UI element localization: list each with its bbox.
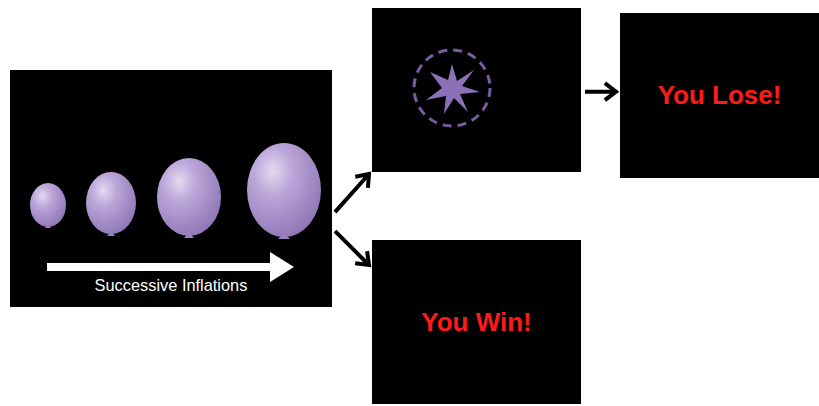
flow-arrow <box>585 83 616 100</box>
burst-panel <box>372 8 581 172</box>
outcome-text: You Lose! <box>658 80 782 111</box>
axis-label: Successive Inflations <box>10 276 332 295</box>
balloon-illustration <box>10 70 332 307</box>
flow-arrow <box>335 174 369 212</box>
flow-arrow <box>335 231 369 265</box>
outcome-panel: You Lose! <box>620 13 819 178</box>
trial-panel: Successive Inflations <box>10 70 332 307</box>
outcome-panel: You Win! <box>372 240 581 404</box>
outcome-text: You Win! <box>421 307 531 338</box>
burst-illustration <box>372 8 581 172</box>
